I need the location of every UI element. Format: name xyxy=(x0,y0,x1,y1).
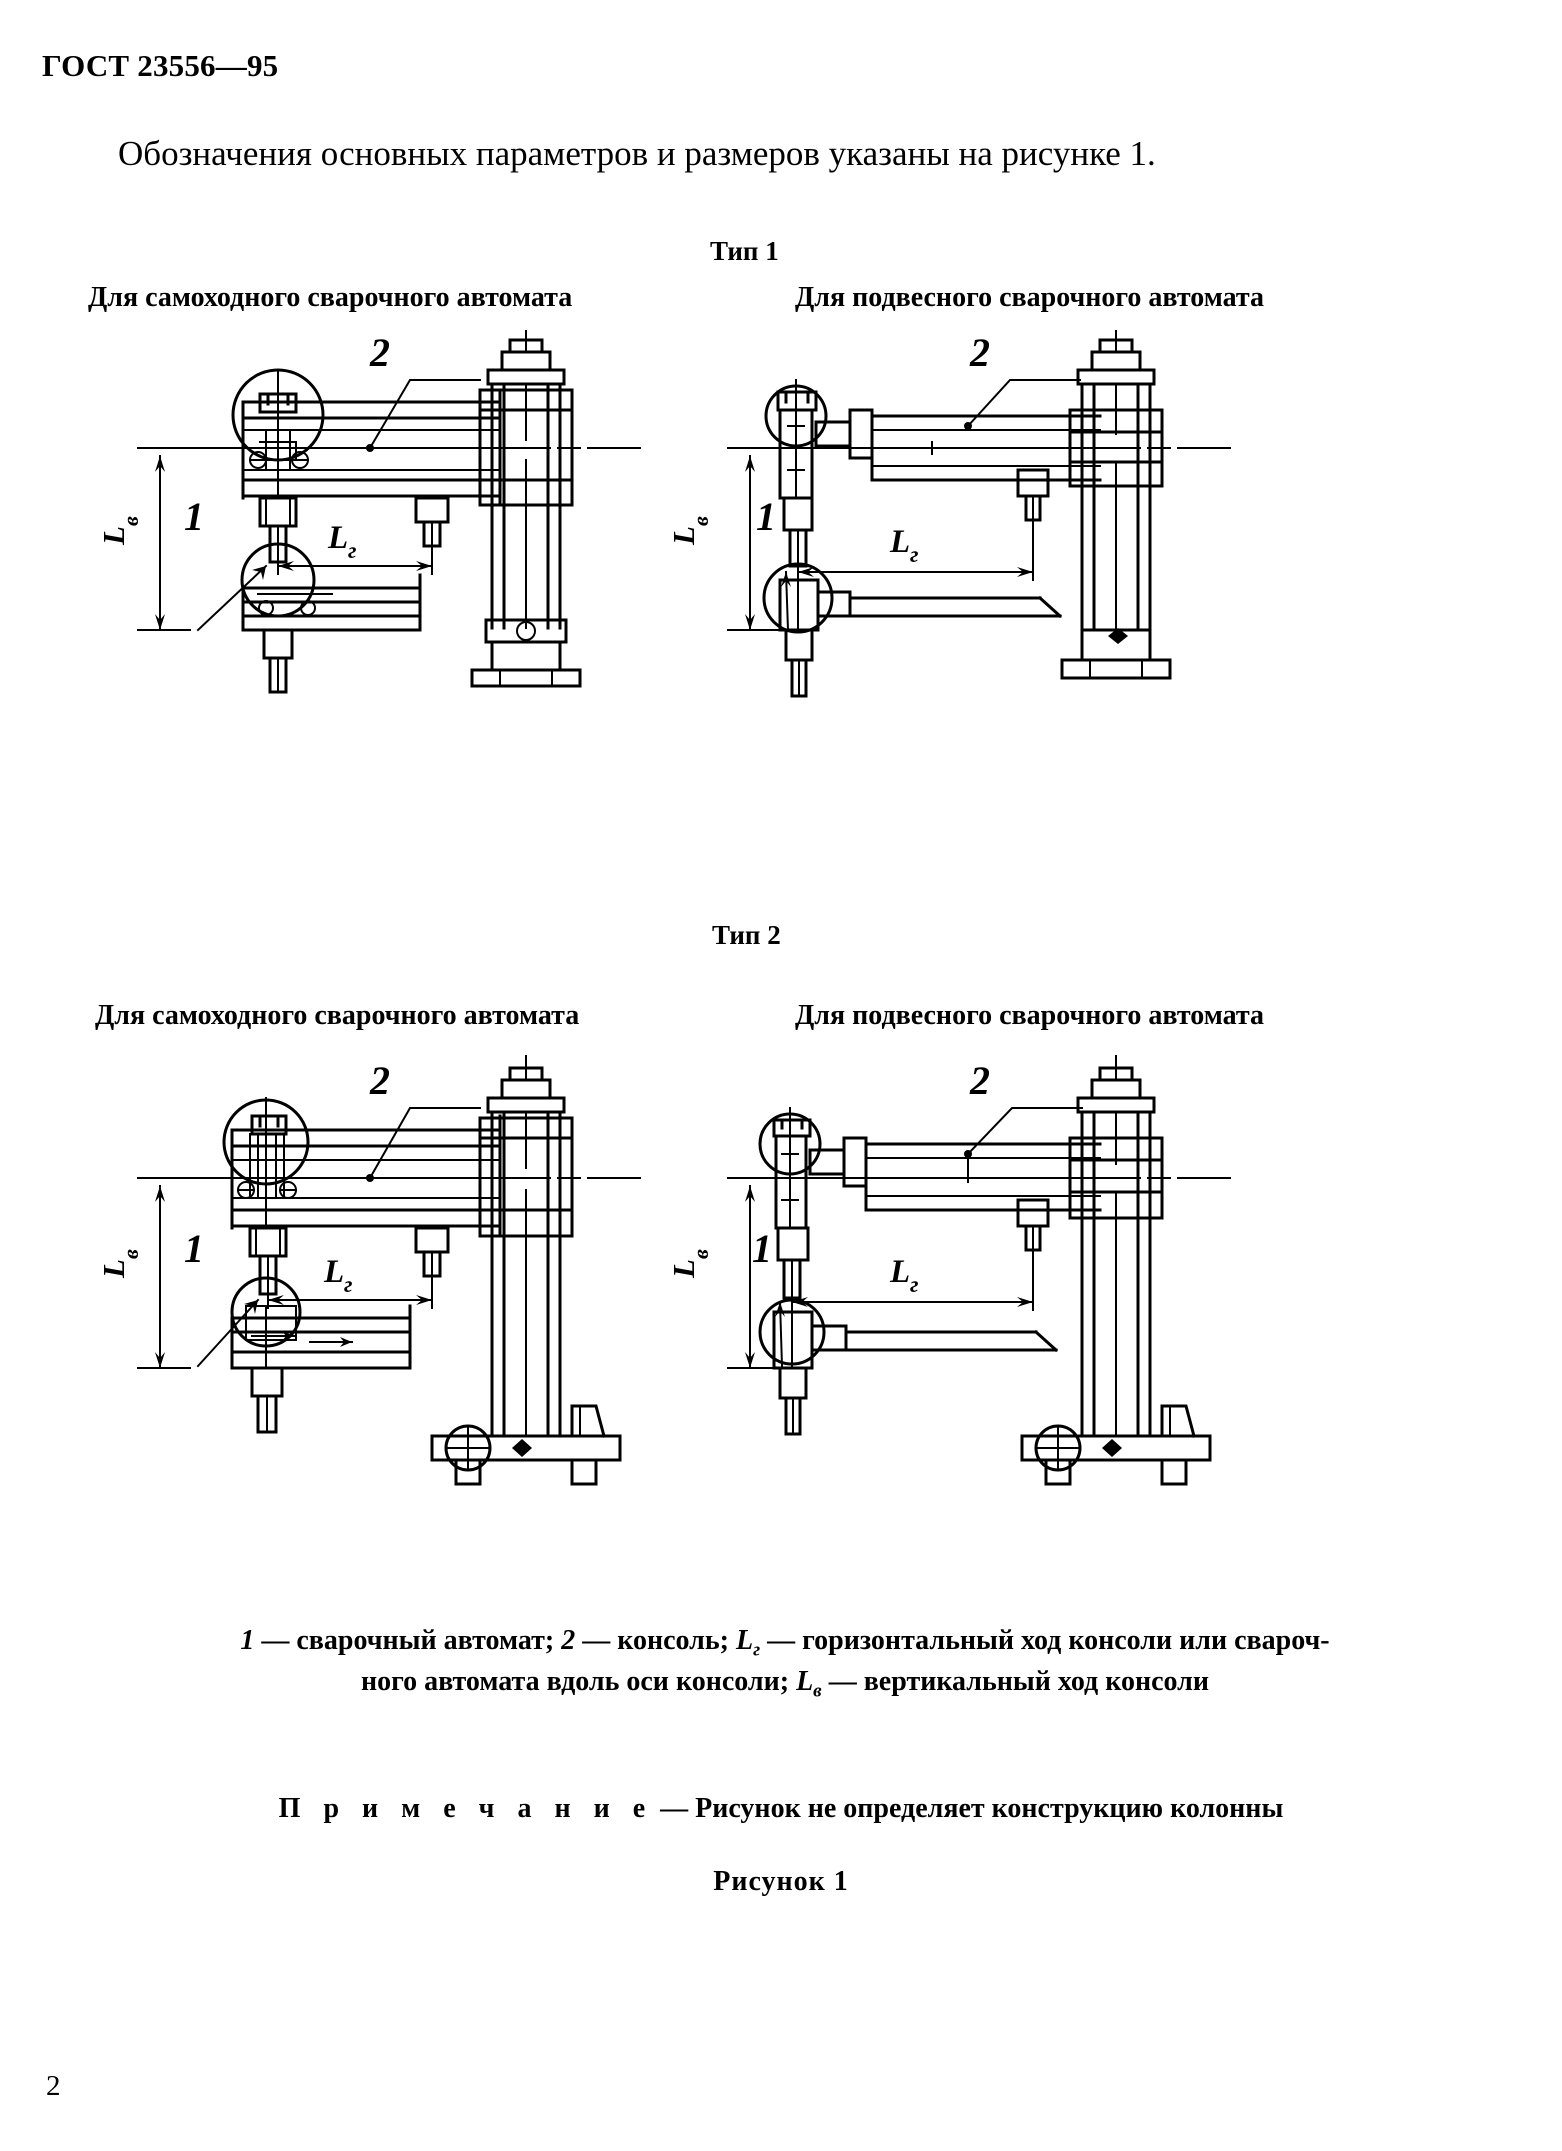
callout-2-right: 2 xyxy=(969,330,990,375)
dim-lv-right-t2-sub: в xyxy=(688,1249,713,1259)
caption-num-2: 2 xyxy=(561,1625,576,1656)
caption-text-2: — консоль; xyxy=(575,1625,736,1656)
figure2-labels: 2 1 L в L г 2 1 L в L г xyxy=(96,1058,990,1297)
callout-1-left: 1 xyxy=(184,494,204,539)
caption-text-3: — горизонтальный ход консоли или свароч- xyxy=(760,1625,1330,1656)
dim-lv-right-sub: в xyxy=(688,516,713,526)
type1-column-heading-self-propelled: Для самоходного сварочного автомата xyxy=(88,282,573,313)
dim-lg-right-sub: г xyxy=(910,542,919,567)
dim-lg-left: L xyxy=(327,520,348,556)
drawing-type1-suspended xyxy=(727,330,1231,698)
dim-lv-right: L xyxy=(666,526,701,546)
dim-lg-left-t2: L xyxy=(323,1254,344,1290)
dim-lg-right-t2-sub: г xyxy=(910,1272,919,1297)
caption-num-1: 1 xyxy=(240,1625,255,1656)
note-text: Рисунок не определяет конструкцию колонн… xyxy=(695,1793,1284,1824)
lg-letter: L xyxy=(735,1625,754,1656)
figure-note: П р и м е ч а н и е — Рисунок не определ… xyxy=(0,1793,1562,1825)
lv-letter: L xyxy=(796,1666,814,1698)
callout-2-right-t2: 2 xyxy=(969,1058,990,1103)
caption-text-5: — вертикальный ход консоли xyxy=(821,1666,1210,1698)
figure-caption: 1 — сварочный автомат; 2 — консоль; Lг —… xyxy=(60,1622,1510,1705)
type2-column-heading-self-propelled: Для самоходного сварочного автомата xyxy=(95,1000,580,1031)
dim-lv-left-t2: L xyxy=(96,1259,131,1279)
figure-caption-line-1: 1 — сварочный автомат; 2 — консоль; Lг —… xyxy=(60,1622,1510,1663)
figure1-labels: 2 1 L в L г 2 1 L в L г xyxy=(96,330,990,567)
type1-column-heading-suspended: Для подвесного сварочного автомата xyxy=(795,282,1264,313)
intro-paragraph: Обозначения основных параметров и размер… xyxy=(42,132,1522,177)
page-number: 2 xyxy=(46,2070,61,2102)
dim-lg-left-sub: г xyxy=(348,538,357,563)
standard-header: ГОСТ 23556—95 xyxy=(42,48,279,83)
type-1-label: Тип 1 xyxy=(710,236,779,266)
caption-text-1: — сварочный автомат; xyxy=(254,1625,562,1656)
intro-text: Обозначения основных параметров и размер… xyxy=(118,134,1156,173)
drawing-type2-self-propelled xyxy=(137,1055,641,1486)
note-label: П р и м е ч а н и е xyxy=(278,1793,654,1824)
figure-number: Рисунок 1 xyxy=(713,1866,849,1897)
dim-lg-right-t2: L xyxy=(889,1254,910,1290)
type-2-drawings: 2 1 L в L г 2 1 L в L г xyxy=(80,1050,1500,1540)
caption-symbol-lv: Lв xyxy=(796,1666,822,1702)
type-1-drawings: 2 1 L в L г 2 1 L в L г xyxy=(80,330,1500,760)
callout-1-left-t2: 1 xyxy=(184,1226,204,1271)
note-dash: — xyxy=(653,1793,696,1824)
type-2-label: Тип 2 xyxy=(712,920,781,950)
caption-text-4: ного автомата вдоль оси консоли; xyxy=(360,1666,797,1698)
callout-1-right: 1 xyxy=(756,494,776,539)
callout-1-right-t2: 1 xyxy=(752,1226,772,1271)
caption-symbol-lg: Lг xyxy=(735,1625,760,1661)
callout-2-left-t2: 2 xyxy=(369,1058,390,1103)
dim-lv-left-sub: в xyxy=(118,516,143,526)
drawing-type1-self-propelled xyxy=(137,330,641,694)
lg-subscript: г xyxy=(753,1639,761,1661)
callout-2-left: 2 xyxy=(369,330,390,375)
figure-caption-line-2: ного автомата вдоль оси консоли; Lв — ве… xyxy=(60,1663,1510,1704)
dim-lv-right-t2: L xyxy=(666,1259,701,1279)
dim-lv-left: L xyxy=(96,526,131,546)
drawing-type2-suspended xyxy=(727,1055,1231,1486)
type2-column-heading-suspended: Для подвесного сварочного автомата xyxy=(795,1000,1264,1031)
dim-lg-right: L xyxy=(889,524,910,560)
dim-lg-left-t2-sub: г xyxy=(344,1272,353,1297)
lv-subscript: в xyxy=(813,1680,822,1702)
dim-lv-left-t2-sub: в xyxy=(118,1249,143,1259)
